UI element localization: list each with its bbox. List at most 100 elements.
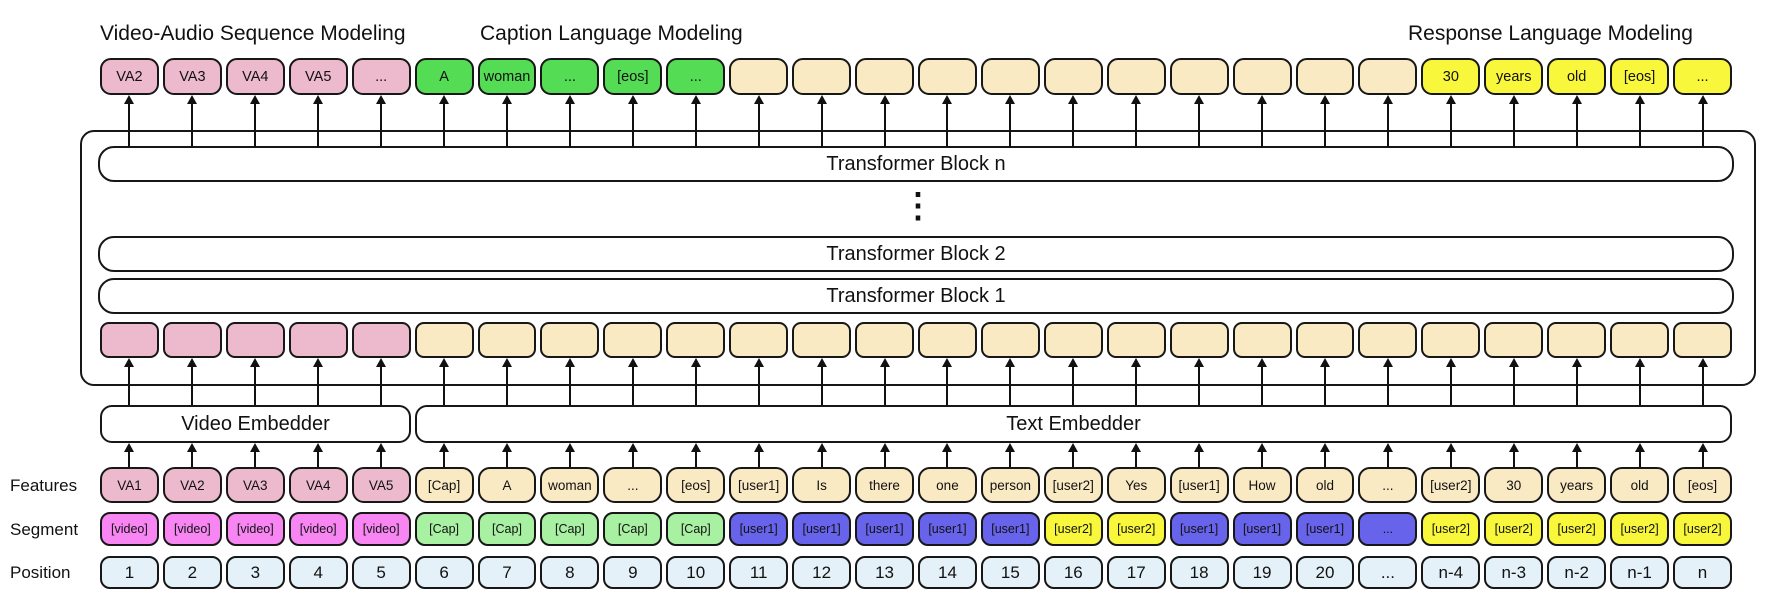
position-token: 3: [225, 556, 285, 589]
up-arrow-icon: [855, 443, 914, 467]
output-token: [1043, 58, 1103, 95]
segment-token: [user2]: [1421, 512, 1481, 546]
segment-token: [video]: [225, 512, 285, 546]
embedding-row: [100, 322, 1732, 358]
position-token: 14: [917, 556, 977, 589]
output-token: ...: [1673, 58, 1732, 95]
output-token: [1232, 58, 1292, 95]
position-token: n-2: [1547, 556, 1607, 589]
position-token: ...: [1358, 556, 1418, 589]
vertical-ellipsis-icon: ⋮: [901, 187, 935, 225]
up-arrow-icon: [1547, 443, 1606, 467]
embedding-cell: [351, 322, 411, 358]
feature-input-arrows: [100, 443, 1732, 467]
output-token: woman: [477, 58, 537, 95]
embedding-cell: [980, 322, 1040, 358]
embedding-cell: [1358, 322, 1418, 358]
up-arrow-icon: [226, 443, 285, 467]
up-arrow-icon: [540, 443, 599, 467]
embedding-cell: [1484, 322, 1544, 358]
segment-token: [Cap]: [414, 512, 474, 546]
up-arrow-icon: [163, 443, 222, 467]
position-token: 5: [351, 556, 411, 589]
segment-token: [user1]: [1232, 512, 1292, 546]
feature-token: Is: [792, 467, 852, 503]
transformer-block-n-label: Transformer Block n: [826, 152, 1006, 175]
output-token: [eos]: [603, 58, 663, 95]
output-token: VA2: [100, 58, 159, 95]
feature-token: years: [1547, 467, 1607, 503]
feature-token: there: [855, 467, 914, 503]
embedding-cell: [1232, 322, 1292, 358]
up-arrow-icon: [792, 443, 851, 467]
position-token: n-1: [1610, 556, 1670, 589]
position-token: n: [1673, 556, 1732, 589]
embedding-cell: [917, 322, 977, 358]
output-token: [1106, 58, 1166, 95]
embedding-cell: [477, 322, 537, 358]
up-arrow-icon: [1358, 443, 1417, 467]
embedding-cell: [1295, 322, 1355, 358]
transformer-block-2: Transformer Block 2: [98, 236, 1734, 272]
output-token: [729, 58, 789, 95]
output-token: [855, 58, 914, 95]
segment-token: [user2]: [1043, 512, 1103, 546]
transformer-block-1-label: Transformer Block 1: [826, 284, 1006, 307]
embedding-cell: [225, 322, 285, 358]
position-token: n-3: [1484, 556, 1544, 589]
feature-token: [user1]: [1169, 467, 1229, 503]
embedding-cell: [729, 322, 789, 358]
output-token: A: [414, 58, 474, 95]
up-arrow-icon: [100, 443, 159, 467]
up-arrow-icon: [1421, 443, 1480, 467]
output-token: ...: [666, 58, 726, 95]
label-video-audio-sequence-modeling: Video-Audio Sequence Modeling: [100, 22, 406, 45]
embedding-cell: [162, 322, 222, 358]
feature-token: A: [477, 467, 537, 503]
embedding-cell: [540, 322, 600, 358]
embedding-cell: [1547, 322, 1607, 358]
output-token: ...: [540, 58, 600, 95]
segment-token: [user1]: [1295, 512, 1355, 546]
feature-token: ...: [603, 467, 663, 503]
text-embedder: Text Embedder: [415, 405, 1732, 443]
feature-token: VA2: [162, 467, 222, 503]
segment-token: [user2]: [1484, 512, 1544, 546]
up-arrow-icon: [1107, 443, 1166, 467]
transformer-block-n: Transformer Block n: [98, 146, 1734, 182]
position-token: 17: [1106, 556, 1166, 589]
position-token: 19: [1232, 556, 1292, 589]
output-token: [1169, 58, 1229, 95]
up-arrow-icon: [1044, 443, 1103, 467]
position-token: 7: [477, 556, 537, 589]
embedding-cell: [288, 322, 348, 358]
transformer-block-2-label: Transformer Block 2: [826, 242, 1006, 265]
embedding-cell: [414, 322, 474, 358]
segment-token: [video]: [288, 512, 348, 546]
segment-token: [user1]: [917, 512, 977, 546]
up-arrow-icon: [478, 443, 537, 467]
up-arrow-icon: [352, 443, 411, 467]
up-arrow-icon: [415, 443, 474, 467]
position-token: 8: [540, 556, 600, 589]
up-arrow-icon: [729, 443, 788, 467]
embedding-cell: [666, 322, 726, 358]
segment-token: [video]: [162, 512, 222, 546]
feature-token: VA4: [288, 467, 348, 503]
embedding-cell: [100, 322, 159, 358]
embedding-cell: [1610, 322, 1670, 358]
up-arrow-icon: [918, 443, 977, 467]
feature-token: [eos]: [666, 467, 726, 503]
feature-token: old: [1610, 467, 1670, 503]
embedding-cell: [1043, 322, 1103, 358]
feature-token: VA3: [225, 467, 285, 503]
segment-token: [video]: [100, 512, 159, 546]
up-arrow-icon: [1170, 443, 1229, 467]
label-response-language-modeling: Response Language Modeling: [1408, 22, 1693, 45]
position-token: 1: [100, 556, 159, 589]
text-embedder-label: Text Embedder: [1006, 412, 1141, 435]
output-token: [917, 58, 977, 95]
position-token: 4: [288, 556, 348, 589]
